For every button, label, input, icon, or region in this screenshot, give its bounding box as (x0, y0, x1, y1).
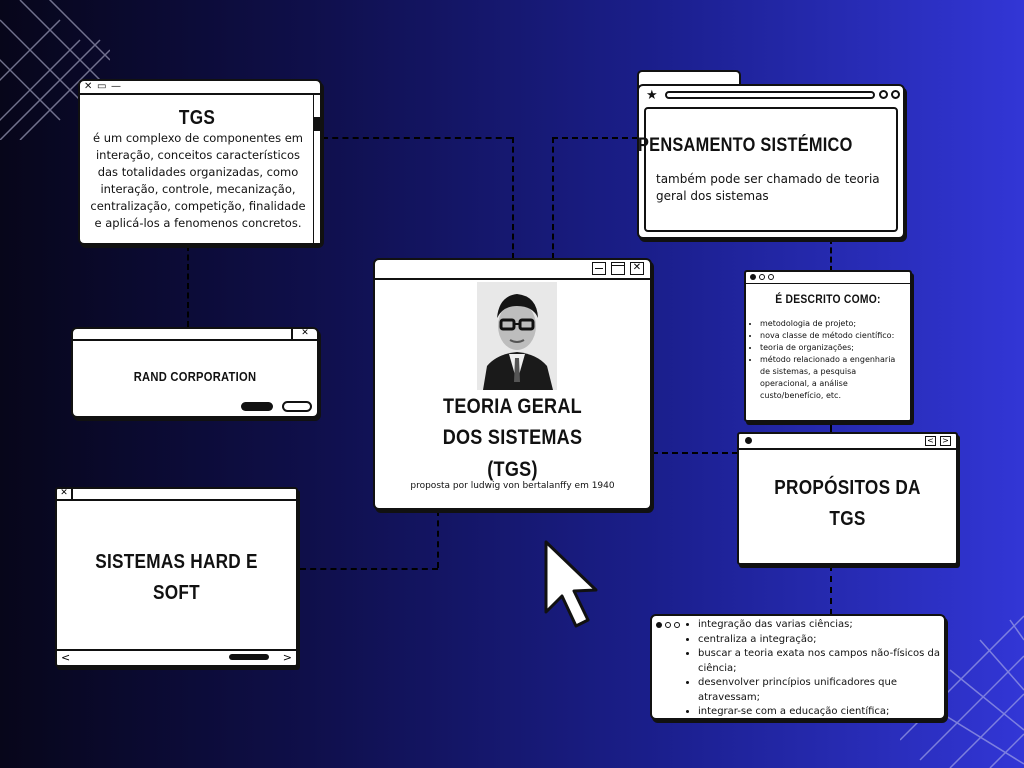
dot-icon[interactable] (745, 437, 752, 444)
connector-line (187, 245, 189, 327)
maximize-icon[interactable] (611, 262, 625, 275)
chevron-right-icon[interactable]: > (940, 436, 951, 446)
descrito-title: É DESCRITO COMO: (775, 292, 881, 306)
corner-grid-decoration-bottom-right (900, 615, 1024, 768)
corner-grid-decoration-top-left (0, 0, 110, 140)
close-icon[interactable]: ✕ (291, 327, 317, 339)
window-titlebar: ✕ (375, 260, 650, 280)
minimize-icon[interactable] (592, 262, 606, 275)
circle-icon[interactable] (674, 622, 680, 628)
dialog-button-filled[interactable] (241, 402, 273, 411)
list-item: desenvolver princípios unificadores que … (698, 676, 942, 705)
tgs-card-body: é um complexo de componentes em interaçã… (90, 131, 306, 230)
central-subtitle: proposta por ludwig von bertalanffy em 1… (410, 481, 615, 491)
connector-line (830, 238, 832, 272)
propositos-list: integração das varias ciências; centrali… (684, 618, 942, 720)
tgs-definition-window: ✕ ▭ — TGS é um complexo de componentes e… (78, 79, 322, 245)
connector-line (437, 510, 439, 568)
dot-icon[interactable] (750, 274, 756, 280)
window-titlebar: ✕ (73, 327, 317, 341)
central-title-line2: DOS SISTEMAS (442, 426, 583, 449)
minimize-icon[interactable]: — (111, 81, 121, 92)
circle-icon[interactable] (665, 622, 671, 628)
sistemas-hard-soft-window: ✕ SISTEMAS HARD E SOFT < > (55, 487, 298, 667)
connector-line (322, 137, 512, 139)
list-item: teoria de organizações; (760, 342, 906, 354)
central-title-line1: TEORIA GERAL (443, 395, 582, 418)
pensamento-body: também pode ser chamado de teoria geral … (656, 172, 880, 203)
propositos-window: < > PROPÓSITOS DA TGS (737, 432, 958, 565)
rand-label: RAND CORPORATION (133, 369, 257, 384)
list-item: nova classe de método científico: (760, 330, 906, 342)
descrito-como-window: É DESCRITO COMO: metodologia de projeto;… (744, 270, 912, 422)
central-title-line3: (TGS) (487, 458, 538, 481)
close-icon[interactable]: ✕ (57, 487, 73, 499)
scrollbar-thumb[interactable] (229, 654, 269, 660)
propositos-title-line1: PROPÓSITOS DA (774, 477, 921, 499)
sistemas-title-line2: SOFT (153, 582, 200, 604)
list-item: método relacionado a engenharia de siste… (760, 354, 906, 402)
circle-button-icon[interactable] (891, 90, 900, 99)
close-icon[interactable]: ✕ (630, 262, 644, 275)
scrollbar[interactable] (313, 95, 320, 243)
address-bar[interactable] (665, 91, 875, 99)
dialog-button-outline[interactable] (282, 401, 312, 412)
connector-line (300, 568, 438, 570)
connector-line (652, 452, 738, 454)
window-titlebar: ✕ ▭ — (80, 81, 320, 95)
central-tgs-window: ✕ TEORIA GERAL DOS SISTEMAS (TGS) propos… (373, 258, 652, 510)
chevron-left-icon[interactable]: < (925, 436, 936, 446)
circle-icon[interactable] (759, 274, 765, 280)
close-icon[interactable]: ✕ (84, 81, 93, 92)
connector-line (830, 565, 832, 615)
pensamento-sistemico-window: ★ PENSAMENTO SISTÉMICO também pode ser c… (637, 84, 905, 239)
connector-line (512, 137, 514, 259)
sistemas-title-line1: SISTEMAS HARD E (95, 551, 258, 573)
connector-line (552, 137, 638, 139)
portrait-photo (477, 282, 557, 390)
circle-button-icon[interactable] (879, 90, 888, 99)
window-titlebar: < > (739, 434, 956, 450)
propositos-title-line2: TGS (829, 508, 866, 530)
dot-icon[interactable] (656, 622, 662, 628)
rand-corporation-window: ✕ RAND CORPORATION (71, 327, 319, 418)
horizontal-scrollbar[interactable]: < > (57, 649, 296, 665)
list-item: integrar-se com a educação científica; (698, 705, 942, 720)
list-item: integração das varias ciências; (698, 618, 942, 633)
pensamento-title: PENSAMENTO SISTÉMICO (638, 135, 853, 156)
pensamento-content-panel: PENSAMENTO SISTÉMICO também pode ser cha… (638, 107, 898, 232)
chevron-left-icon[interactable]: < (61, 651, 71, 664)
mouse-cursor-icon (544, 540, 598, 628)
star-icon[interactable]: ★ (646, 88, 658, 103)
connector-line (552, 137, 554, 259)
window-titlebar (746, 272, 910, 284)
tgs-card-title: TGS (178, 107, 216, 129)
window-icon[interactable]: ▭ (97, 81, 107, 92)
propositos-list-window: integração das varias ciências; centrali… (650, 614, 946, 720)
chevron-right-icon[interactable]: > (282, 651, 292, 664)
list-item: buscar a teoria exata nos campos não-fís… (698, 647, 942, 676)
descrito-list: metodologia de projeto; nova classe de m… (746, 318, 906, 402)
window-titlebar: ✕ (57, 487, 296, 501)
browser-toolbar: ★ (639, 86, 903, 106)
list-item: centraliza a integração; (698, 633, 942, 648)
connector-line (830, 422, 832, 434)
circle-icon[interactable] (768, 274, 774, 280)
list-item: metodologia de projeto; (760, 318, 906, 330)
